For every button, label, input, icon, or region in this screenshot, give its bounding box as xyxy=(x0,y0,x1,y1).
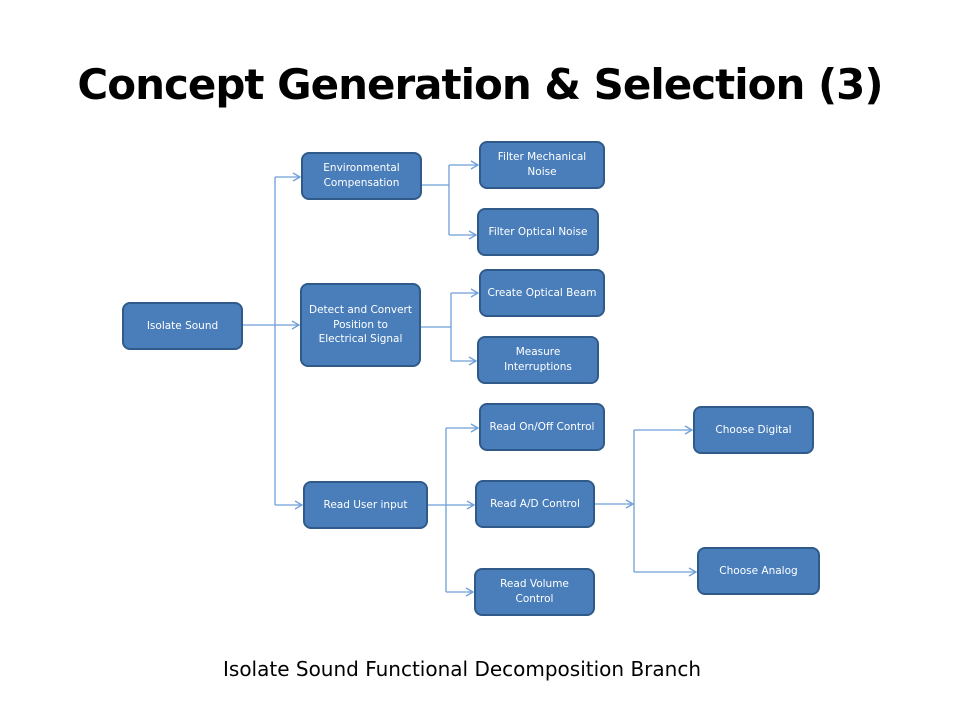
node-read-onoff-control: Read On/Off Control xyxy=(479,403,605,451)
node-measure-interruptions: Measure Interruptions xyxy=(477,336,599,384)
node-create-optical-beam: Create Optical Beam xyxy=(479,269,605,317)
edge-detect-trunk xyxy=(421,293,452,361)
edge-environmental-trunk xyxy=(422,165,450,235)
edge-isolate-to-branches xyxy=(243,177,276,505)
node-filter-optical-noise: Filter Optical Noise xyxy=(477,208,599,256)
node-filter-mechanical-noise: Filter Mechanical Noise xyxy=(479,141,605,189)
node-read-ad-control: Read A/D Control xyxy=(475,480,595,528)
node-detect-convert: Detect and Convert Position to Electrica… xyxy=(300,283,421,367)
node-isolate-sound: Isolate Sound xyxy=(122,302,243,350)
edge-read-user-trunk xyxy=(428,428,447,592)
node-read-user-input: Read User input xyxy=(303,481,428,529)
node-choose-analog: Choose Analog xyxy=(697,547,820,595)
diagram-caption: Isolate Sound Functional Decomposition B… xyxy=(223,657,701,681)
node-environmental-compensation: Environmental Compensation xyxy=(301,152,422,200)
slide-title: Concept Generation & Selection (3) xyxy=(77,60,883,109)
node-read-volume-control: Read Volume Control xyxy=(474,568,595,616)
node-choose-digital: Choose Digital xyxy=(693,406,814,454)
